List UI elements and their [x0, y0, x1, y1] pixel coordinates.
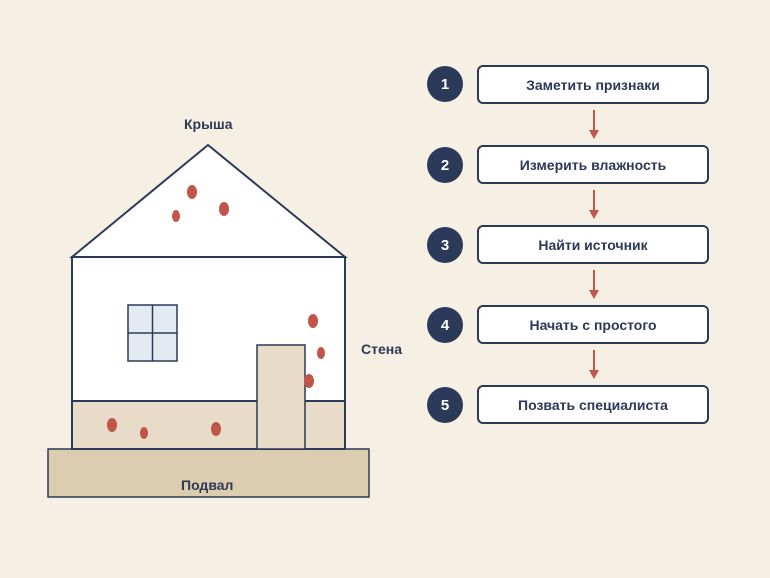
basement-label: Подвал: [181, 477, 234, 493]
step-box-1: Заметить признаки: [477, 65, 709, 104]
moisture-spot: [317, 347, 325, 359]
window: [127, 304, 178, 362]
step-box-3: Найти источник: [477, 225, 709, 264]
step-number-2: 2: [427, 147, 463, 183]
foundation: [47, 448, 370, 498]
roof-label: Крыша: [184, 116, 233, 132]
moisture-spot: [187, 185, 197, 199]
arrow-down-icon: [589, 190, 599, 219]
door: [256, 344, 306, 450]
moisture-spot: [140, 427, 148, 439]
step-box-4: Начать с простого: [477, 305, 709, 344]
step-number-1: 1: [427, 66, 463, 102]
moisture-spot: [308, 314, 318, 328]
moisture-spot: [172, 210, 180, 222]
step-box-2: Измерить влажность: [477, 145, 709, 184]
step-box-5: Позвать специалиста: [477, 385, 709, 424]
moisture-spot: [107, 418, 117, 432]
step-number-5: 5: [427, 387, 463, 423]
step-number-4: 4: [427, 307, 463, 343]
arrow-down-icon: [589, 270, 599, 299]
moisture-spot: [211, 422, 221, 436]
roof: [69, 143, 348, 258]
wall-label: Стена: [361, 341, 402, 357]
arrow-down-icon: [589, 110, 599, 139]
moisture-spot: [219, 202, 229, 216]
arrow-down-icon: [589, 350, 599, 379]
step-number-3: 3: [427, 227, 463, 263]
moisture-spot: [304, 374, 314, 388]
